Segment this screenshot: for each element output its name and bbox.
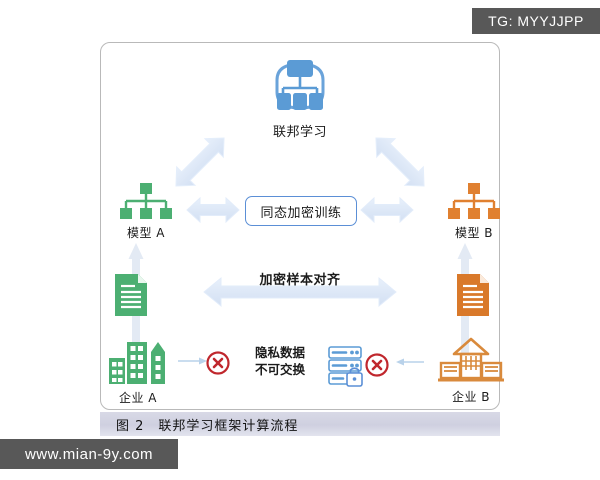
sample-alignment-label: 加密样本对齐 xyxy=(259,273,341,288)
figure-caption-text: 图 2 联邦学习框架计算流程 xyxy=(116,418,299,434)
enterprise-b-label: 企业 B xyxy=(451,390,491,404)
privacy-notice: 隐私数据 不可交换 xyxy=(237,344,323,378)
tg-watermark-badge: TG: MYYJJPP xyxy=(472,8,600,34)
institution-building-icon xyxy=(436,337,506,385)
figure-caption-bar: 图 2 联邦学习框架计算流程 xyxy=(100,412,500,436)
enterprise-a-label: 企业 A xyxy=(118,391,158,405)
node-federated-learning: 联邦学习 xyxy=(249,58,351,140)
model-tree-icon xyxy=(446,183,502,221)
node-server-lock xyxy=(327,345,365,387)
red-x-circle-icon xyxy=(205,350,231,376)
homomorphic-training-label: 同态加密训练 xyxy=(260,205,342,221)
node-enterprise-b: 企业 B xyxy=(425,337,517,405)
privacy-line-2: 不可交换 xyxy=(254,362,305,377)
document-icon xyxy=(455,272,491,318)
federated-network-icon xyxy=(269,58,331,116)
server-lock-icon xyxy=(327,345,365,387)
node-document-b xyxy=(455,272,491,318)
city-buildings-icon xyxy=(107,340,169,386)
node-document-a xyxy=(113,272,149,318)
node-model-a: 模型 A xyxy=(101,183,191,241)
red-x-circle-icon xyxy=(364,352,390,378)
homomorphic-training-box: 同态加密训练 xyxy=(245,196,357,226)
site-watermark-badge: www.mian-9y.com xyxy=(0,439,178,469)
model-b-label: 模型 B xyxy=(454,226,494,240)
federated-learning-label: 联邦学习 xyxy=(272,125,327,140)
model-a-label: 模型 A xyxy=(126,226,166,240)
node-enterprise-a: 企业 A xyxy=(95,340,181,406)
document-icon xyxy=(113,272,149,318)
privacy-line-1: 隐私数据 xyxy=(254,345,305,360)
model-tree-icon xyxy=(118,183,174,221)
node-model-b: 模型 B xyxy=(429,183,519,241)
